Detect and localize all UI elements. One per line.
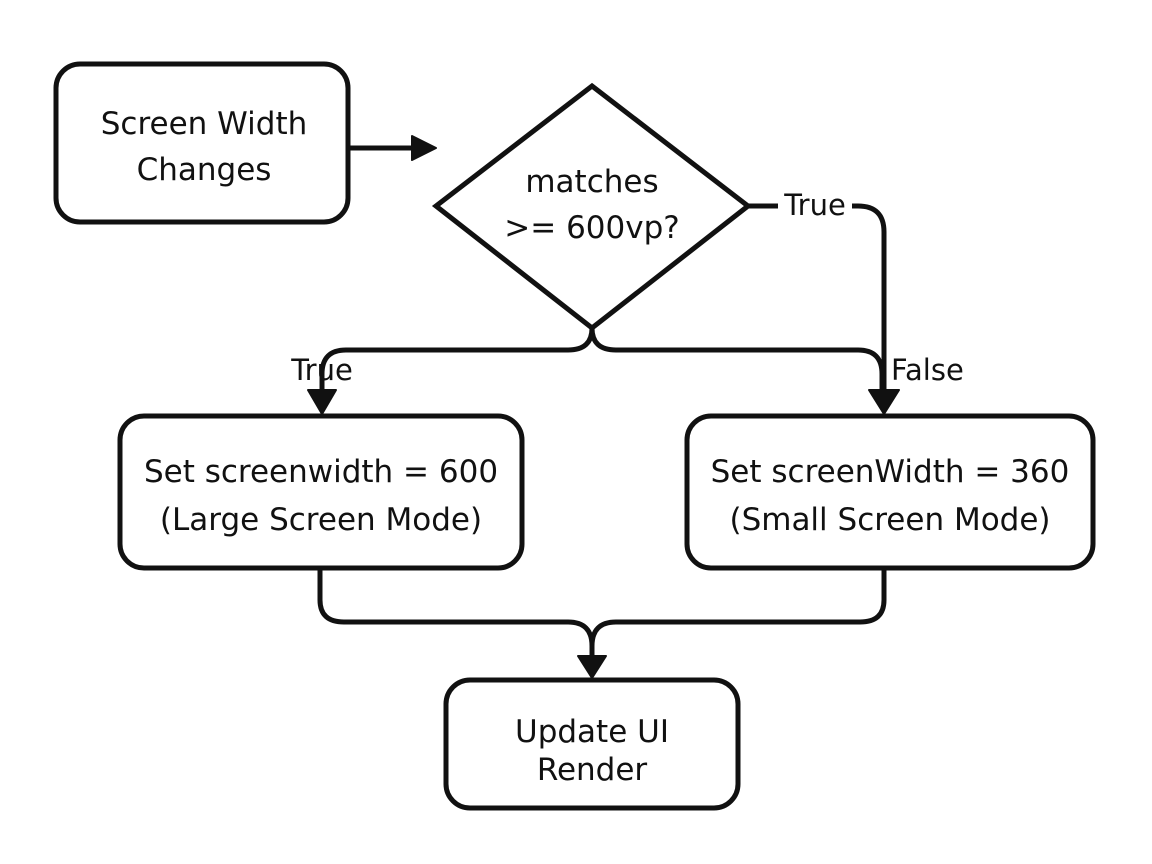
arrowhead-to-update [577, 655, 607, 679]
node-label-line1: Update UI [515, 714, 669, 750]
node-small-screen-mode: Set screenWidth = 360 (Small Screen Mode… [684, 413, 1096, 571]
node-box [684, 413, 1096, 571]
node-large-screen-mode: Set screenwidth = 600 (Large Screen Mode… [117, 413, 525, 571]
node-label-line2: (Large Screen Mode) [160, 502, 482, 538]
edge-label-true-right: True [783, 188, 846, 222]
decision-diamond [431, 82, 753, 332]
node-label-line1: Screen Width [101, 106, 308, 142]
node-label-line2: Changes [137, 152, 272, 188]
node-label-line1: Set screenwidth = 600 [144, 454, 498, 490]
arrowhead-to-small [868, 389, 900, 415]
node-box [443, 677, 741, 811]
decision-label-line2: >= 600vp? [504, 210, 679, 246]
edge-label-bg [778, 188, 852, 222]
node-label-line2: Render [537, 752, 648, 788]
edge-large-to-merge [317, 565, 595, 661]
node-update-ui-render: Update UI Render [443, 677, 741, 811]
node-box [117, 413, 525, 571]
node-screen-width-changes: Screen Width Changes [53, 61, 351, 225]
edge-decision-branch-right [589, 325, 885, 395]
edge-label-false: False [891, 353, 964, 387]
node-box [53, 61, 351, 225]
node-label-line2: (Small Screen Mode) [729, 502, 1050, 538]
decision-matches-600vp: matches >= 600vp? [431, 82, 753, 332]
edge-decision-branch-left [319, 325, 595, 395]
arrowhead-start-to-decision [411, 135, 437, 161]
edge-small-to-merge [589, 565, 887, 649]
edge-decision-right-true [745, 203, 887, 395]
arrowhead-to-large [307, 389, 337, 415]
decision-label-line1: matches [525, 164, 658, 200]
edge-label-true-left: True [290, 353, 353, 387]
node-label-line1: Set screenWidth = 360 [711, 454, 1070, 490]
